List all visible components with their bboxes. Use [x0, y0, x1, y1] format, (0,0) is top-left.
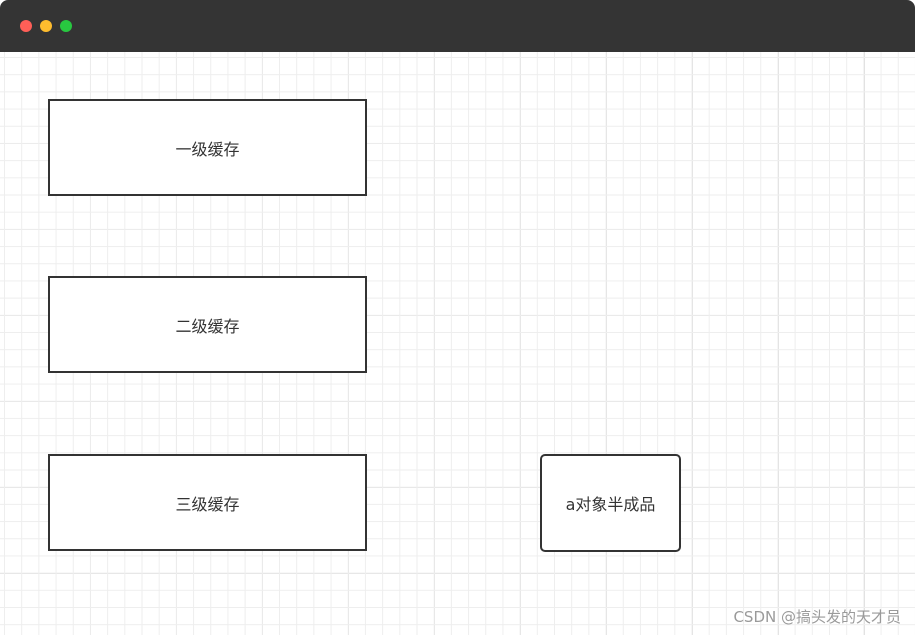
l3-cache-label: 三级缓存: [175, 494, 240, 514]
l3-cache-box[interactable]: 三级缓存: [48, 454, 367, 551]
zoom-window-icon[interactable]: [60, 20, 72, 32]
l2-cache-label: 二级缓存: [175, 316, 240, 336]
half-object-box[interactable]: a对象半成品: [540, 454, 681, 552]
half-object-label: a对象半成品: [565, 495, 656, 514]
window-titlebar: [0, 0, 915, 52]
close-window-icon[interactable]: [20, 20, 32, 32]
l1-cache-label: 一级缓存: [175, 139, 240, 159]
diagram-canvas[interactable]: 一级缓存 二级缓存 三级缓存 a对象半成品 CSDN @搞头发的天才员: [0, 52, 915, 635]
minimize-window-icon[interactable]: [40, 20, 52, 32]
l2-cache-box[interactable]: 二级缓存: [48, 276, 367, 373]
watermark: CSDN @搞头发的天才员: [733, 608, 901, 626]
l1-cache-box[interactable]: 一级缓存: [48, 99, 367, 196]
